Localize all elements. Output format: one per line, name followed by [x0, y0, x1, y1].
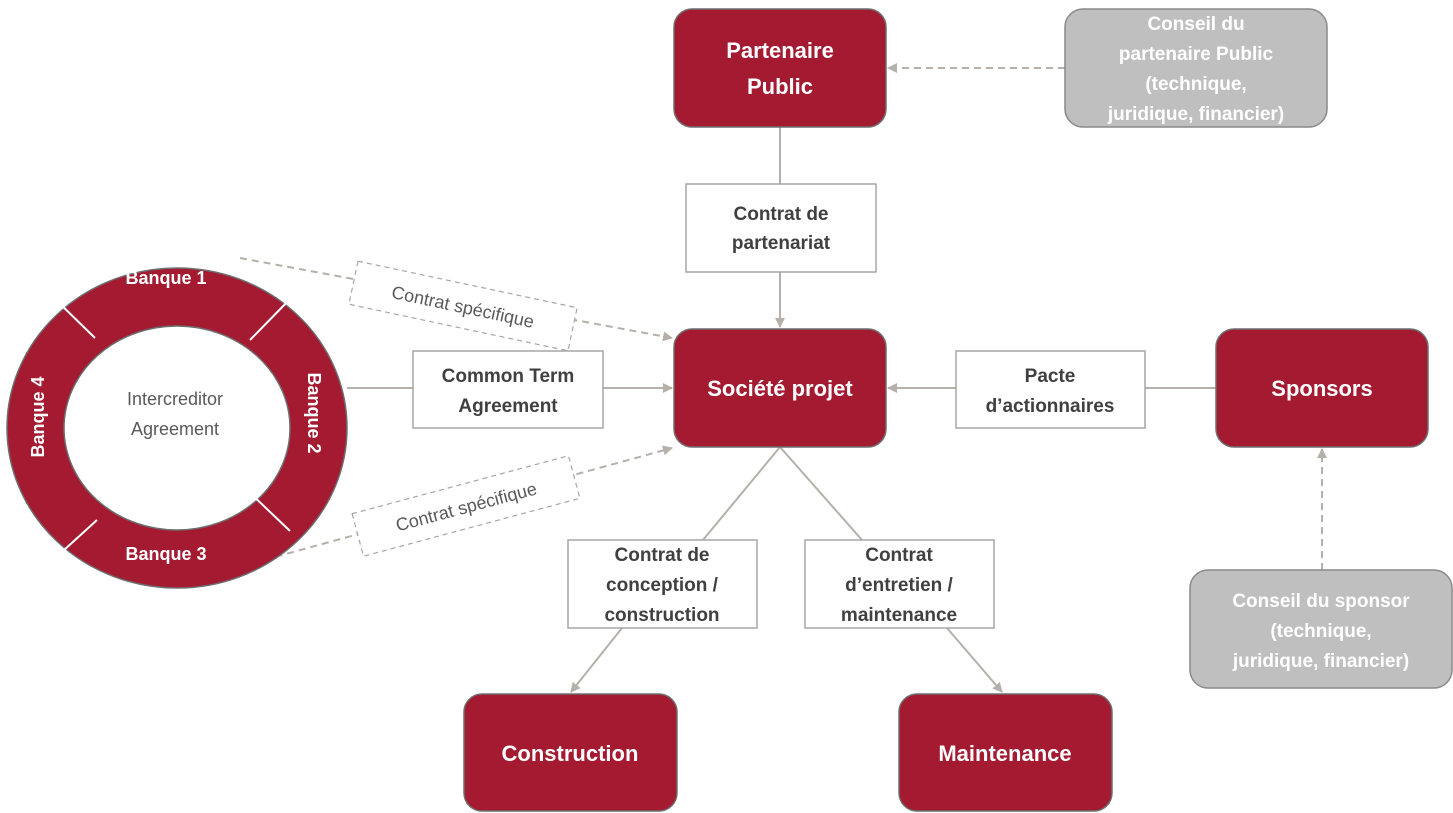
- entretien-label-1: Contrat: [865, 545, 933, 566]
- conseil-sponsor-label-2: (technique,: [1270, 621, 1371, 642]
- pacte-label-2: d’actionnaires: [986, 396, 1115, 417]
- bank-4-label: Banque 4: [28, 376, 48, 457]
- node-construction: Construction: [463, 693, 678, 812]
- entretien-label-3: maintenance: [841, 605, 957, 626]
- contrat-specifique-2: Contrat spécifique: [351, 455, 581, 557]
- connector-conception-to-construction: [570, 627, 623, 693]
- node-partenaire-public: Partenaire Public: [673, 8, 887, 128]
- conception-label-3: construction: [604, 605, 719, 626]
- societe-projet-label: Société projet: [707, 376, 853, 401]
- conseil-partenaire-label-3: (technique,: [1145, 74, 1246, 95]
- contract-partenariat: Contrat de partenariat: [685, 183, 877, 273]
- connector-societe-to-conception: [702, 446, 781, 541]
- conseil-partenaire-label-1: Conseil du: [1147, 14, 1244, 35]
- node-maintenance: Maintenance: [898, 693, 1113, 812]
- conseil-sponsor-label-3: juridique, financier): [1232, 651, 1409, 672]
- bank-2-label: Banque 2: [304, 372, 324, 453]
- node-sponsors: Sponsors: [1215, 328, 1429, 448]
- contract-entretien: Contrat d’entretien / maintenance: [804, 539, 995, 629]
- connector-societe-to-entretien: [779, 446, 863, 541]
- intercreditor-label-2: Agreement: [131, 419, 219, 439]
- node-conseil-sponsor: Conseil du sponsor (technique, juridique…: [1189, 569, 1453, 689]
- construction-label: Construction: [502, 741, 639, 766]
- connector-entretien-to-maintenance: [946, 627, 1003, 693]
- maintenance-label: Maintenance: [938, 741, 1071, 766]
- conseil-partenaire-label-4: juridique, financier): [1107, 104, 1284, 125]
- conception-label-2: conception /: [606, 575, 719, 596]
- partenaire-public-label-1: Partenaire: [726, 38, 834, 63]
- partenaire-public-label-2: Public: [747, 74, 813, 99]
- common-term-label-1: Common Term: [442, 366, 575, 387]
- contract-pacte: Pacte d’actionnaires: [955, 350, 1146, 429]
- sponsors-label: Sponsors: [1271, 376, 1372, 401]
- partenariat-label-2: partenariat: [732, 233, 831, 254]
- bank-3-label: Banque 3: [125, 544, 206, 564]
- entretien-label-2: d’entretien /: [845, 575, 953, 596]
- contract-common-term: Common Term Agreement: [412, 350, 604, 429]
- node-societe-projet: Société projet: [673, 328, 887, 448]
- common-term-label-2: Agreement: [458, 396, 558, 417]
- contract-conception: Contrat de conception / construction: [567, 539, 758, 629]
- conseil-partenaire-label-2: partenaire Public: [1119, 44, 1274, 65]
- conseil-sponsor-label-1: Conseil du sponsor: [1232, 591, 1410, 612]
- contrat-specifique-1: Contrat spécifique: [348, 260, 578, 352]
- ring-shape: [6, 267, 348, 589]
- partenariat-label-1: Contrat de: [734, 204, 829, 225]
- bank-1-label: Banque 1: [125, 268, 206, 288]
- connector-banque3-to-societe: [263, 445, 673, 561]
- node-conseil-partenaire: Conseil du partenaire Public (technique,…: [1064, 8, 1328, 128]
- bank-ring: Banque 1 Banque 2 Banque 3 Banque 4 Inte…: [6, 267, 348, 589]
- conception-label-1: Contrat de: [615, 545, 710, 566]
- intercreditor-label-1: Intercreditor: [127, 389, 223, 409]
- pacte-label-1: Pacte: [1025, 366, 1076, 387]
